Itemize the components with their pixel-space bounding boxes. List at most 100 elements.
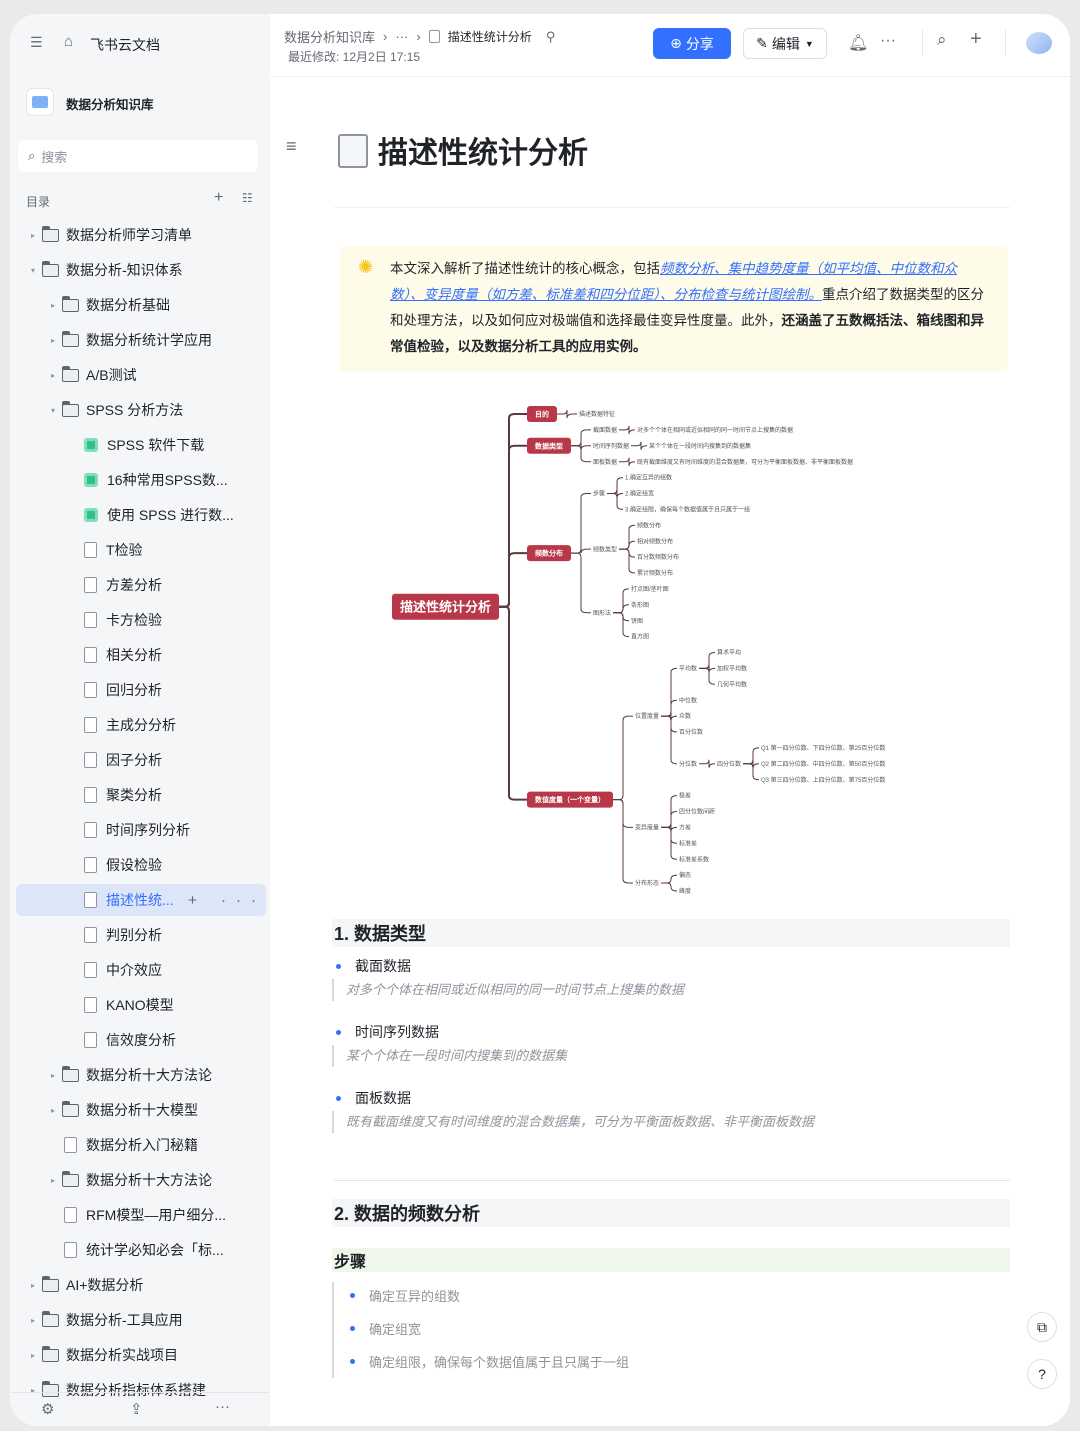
sidebar-item[interactable]: 聚类分析 [16, 779, 266, 811]
sidebar-item[interactable]: ▸数据分析-工具应用 [16, 1304, 266, 1336]
expand-arrow-icon[interactable]: ▸ [30, 1385, 35, 1395]
sidebar-item[interactable]: 信效度分析 [16, 1024, 266, 1056]
sidebar-item[interactable]: 使用 SPSS 进行数... [16, 499, 266, 531]
edit-button[interactable]: ✎编辑▼ [743, 28, 827, 59]
sidebar-item[interactable]: 因子分析 [16, 744, 266, 776]
space-name[interactable]: 数据分析知识库 [66, 98, 154, 112]
breadcrumb-current[interactable]: 描述性统计分析 [447, 30, 532, 44]
mindmap-edge [613, 612, 630, 638]
sidebar-item[interactable]: 相关分析 [16, 639, 266, 671]
add-icon[interactable]: + [214, 189, 224, 206]
outline-icon[interactable]: ≡ [286, 136, 297, 156]
sidebar-item[interactable]: ▸数据分析实战项目 [16, 1339, 266, 1371]
share-out-icon[interactable]: ⇪ [130, 1401, 143, 1418]
expand-arrow-icon[interactable]: ▸ [50, 1070, 55, 1080]
more-options-icon[interactable]: ··· [880, 32, 896, 49]
copy-icon[interactable]: ⧉ [1027, 1312, 1057, 1342]
search-icon[interactable]: ⌕ [937, 30, 947, 49]
sidebar-item[interactable]: 统计学必知必会「标... [16, 1234, 266, 1266]
sidebar-item-label: 相关分析 [106, 647, 162, 663]
step-item: 确定互异的组数 [350, 1286, 460, 1305]
help-icon[interactable]: ? [1027, 1359, 1057, 1389]
sidebar-item[interactable]: ▸数据分析指标体系搭建 [16, 1374, 266, 1406]
mindmap-node-box [527, 437, 571, 454]
mindmap-edge [557, 409, 577, 419]
sidebar-item[interactable]: 方差分析 [16, 569, 266, 601]
sidebar-item[interactable]: RFM模型—用户细分... [16, 1199, 266, 1231]
share-button[interactable]: ⊕分享 [653, 28, 731, 59]
search-input[interactable]: ⌕ 搜索 [18, 140, 258, 172]
sidebar-item[interactable]: 16种常用SPSS数... [16, 464, 266, 496]
expand-arrow-icon[interactable]: ▾ [30, 265, 35, 275]
expand-arrow-icon[interactable]: ▸ [50, 300, 55, 310]
collapse-sidebar-icon[interactable]: ☰ [30, 34, 43, 50]
sidebar-item[interactable]: ▸数据分析统计学应用 [16, 324, 266, 356]
doc-title-icon [338, 134, 368, 168]
mindmap-node: 众数 [679, 712, 691, 720]
more-icon[interactable]: ··· [215, 1398, 230, 1415]
sidebar-item[interactable]: ▾数据分析-知识体系 [16, 254, 266, 286]
mindmap-edge [571, 445, 591, 463]
sidebar-item[interactable]: 描述性统...+ ··· [16, 884, 266, 916]
sidebar-item[interactable]: 回归分析 [16, 674, 266, 706]
sidebar-item[interactable]: T检验 [16, 534, 266, 566]
sheet-icon [84, 438, 98, 452]
sidebar-item[interactable]: SPSS 软件下载 [16, 429, 266, 461]
sidebar-item[interactable]: ▸数据分析基础 [16, 289, 266, 321]
expand-arrow-icon[interactable]: ▸ [30, 1280, 35, 1290]
summary-link[interactable]: 频数分析、集中趋势度量（如平均值、中位数和众数）、变异度量（如方差、标准差和四分… [390, 261, 957, 302]
sidebar-item[interactable]: ▾SPSS 分析方法 [16, 394, 266, 426]
new-icon[interactable]: + [970, 28, 982, 50]
sidebar-item[interactable]: 卡方检验 [16, 604, 266, 636]
sidebar: ☰ ⌂ 飞书云文档 数据分析知识库 ⌕ 搜索 目录 + ☷ ▸数据分析师学习清单… [10, 14, 270, 1426]
sidebar-item[interactable]: 数据分析入门秘籍 [16, 1129, 266, 1161]
tree-view-icon[interactable]: ☷ [242, 191, 253, 205]
mindmap-edge [619, 548, 636, 574]
home-icon[interactable]: ⌂ [64, 33, 74, 50]
sidebar-item[interactable]: ▸数据分析十大模型 [16, 1094, 266, 1126]
sidebar-item[interactable]: 时间序列分析 [16, 814, 266, 846]
sidebar-item[interactable]: ▸数据分析十大方法论 [16, 1059, 266, 1091]
mindmap-node: 分位数 [679, 760, 697, 768]
quote-desc: 既有截面维度又有时间维度的混合数据集，可分为平衡面板数据、非平衡面板数据 [332, 1111, 814, 1133]
mindmap-node: 相对频数分布 [637, 537, 673, 545]
expand-arrow-icon[interactable]: ▸ [30, 1350, 35, 1360]
settings-icon[interactable]: ⚙ [41, 1401, 55, 1418]
bell-icon[interactable]: 🔔︎ [848, 35, 869, 52]
pin-icon[interactable]: ⚲ [545, 28, 556, 44]
sidebar-item[interactable]: 假设检验 [16, 849, 266, 881]
mindmap-edge [619, 524, 636, 550]
breadcrumb-space[interactable]: 数据分析知识库 [284, 30, 376, 45]
expand-arrow-icon[interactable]: ▸ [30, 230, 35, 240]
folder-icon [62, 295, 79, 312]
expand-arrow-icon[interactable]: ▸ [30, 1315, 35, 1325]
doc-icon [428, 30, 440, 43]
expand-arrow-icon[interactable]: ▸ [50, 335, 55, 345]
last-modified: 最近修改: 12月2日 17:15 [288, 50, 421, 64]
sidebar-item[interactable]: KANO模型 [16, 989, 266, 1021]
folder-icon [42, 225, 59, 242]
avatar[interactable] [1026, 32, 1052, 54]
expand-arrow-icon[interactable]: ▾ [50, 405, 55, 415]
mindmap-node: 极差 [679, 792, 691, 800]
sidebar-item[interactable]: 判别分析 [16, 919, 266, 951]
expand-arrow-icon[interactable]: ▸ [50, 1105, 55, 1115]
item-actions-icon[interactable]: + ··· [188, 891, 266, 909]
app-name[interactable]: 飞书云文档 [90, 37, 160, 53]
summary-intro: 本文深入解析了描述性统计的核心概念，包括 [390, 261, 660, 276]
mindmap-node: Q1 第一四分位数、下四分位数、第25百分位数 [761, 744, 885, 752]
steps-heading: 步骤 [332, 1248, 1010, 1272]
expand-arrow-icon[interactable]: ▸ [50, 1175, 55, 1185]
mindmap-node: 饼图 [631, 617, 643, 625]
sidebar-item[interactable]: ▸A/B测试 [16, 359, 266, 391]
breadcrumb-ellipsis[interactable]: ··· [395, 29, 409, 44]
mindmap-edge [607, 477, 624, 494]
sidebar-item[interactable]: 中介效应 [16, 954, 266, 986]
sidebar-item[interactable]: ▸数据分析十大方法论 [16, 1164, 266, 1196]
sidebar-item[interactable]: ▸AI+数据分析 [16, 1269, 266, 1301]
sidebar-item[interactable]: ▸ 数据分析师学习清单 [16, 219, 266, 251]
sidebar-item[interactable]: 主成分分析 [16, 709, 266, 741]
mindmap-node: 分布形态 [635, 879, 659, 887]
sidebar-item-label: 数据分析师学习清单 [66, 227, 192, 243]
expand-arrow-icon[interactable]: ▸ [50, 370, 55, 380]
